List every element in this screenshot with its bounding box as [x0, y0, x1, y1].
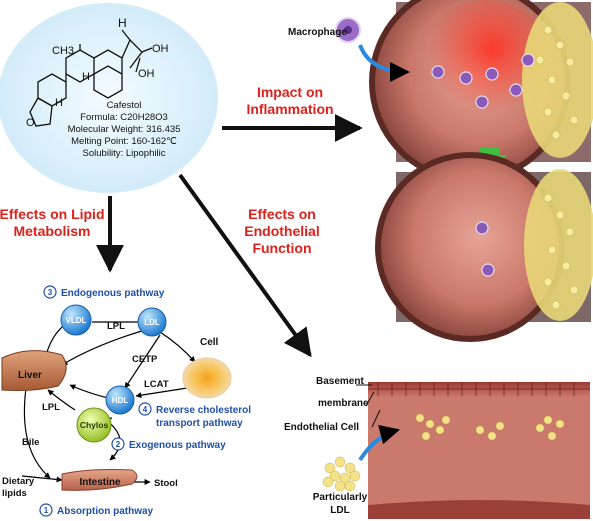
inflammation-panel-bottom	[375, 152, 593, 342]
hdl-label: HDL	[112, 396, 129, 405]
chylos-node	[76, 407, 112, 443]
macrophage-legend: Macrophage	[288, 17, 410, 82]
edge-stool: Stool	[154, 478, 178, 489]
edge-cetp: CETP	[132, 354, 158, 365]
edge-dietary-line1: Dietary	[2, 476, 35, 487]
pathway-reverse-label2: transport pathway	[156, 418, 243, 429]
atom-oh-2: OH	[138, 68, 155, 80]
vldl-label: VLDL	[66, 316, 87, 325]
svg-text:4: 4	[143, 405, 148, 414]
atom-o-ring: O	[26, 117, 35, 129]
effect-inflammation-line2: Inflammation	[246, 101, 333, 117]
ldl-cluster	[322, 456, 361, 492]
edge-lpl-top: LPL	[107, 321, 125, 332]
pathway-exogenous: 2 Exogenous pathway	[111, 437, 226, 451]
lipid-arrows	[21, 319, 201, 485]
intestine-organ	[61, 469, 138, 491]
edge-lpl-left: LPL	[42, 402, 60, 413]
ldl-particles-in-wall	[415, 413, 565, 441]
svg-text:1: 1	[44, 506, 49, 515]
effect-endothelial-line2: Endothelial	[244, 223, 319, 239]
macrophage-label: Macrophage	[288, 27, 347, 38]
vessel-lumen	[368, 396, 590, 510]
ldl-node	[137, 307, 167, 337]
macrophages-in-vessel	[431, 53, 535, 109]
basement-label-line2: membrane	[318, 398, 369, 409]
effect-lipid-line1: Effects on Lipid	[0, 206, 105, 222]
main-arrows	[96, 114, 363, 358]
pathway-absorption-label: Absorption pathway	[57, 506, 154, 517]
liver-label: Liver	[18, 370, 42, 381]
arrow-to-endothelial	[178, 173, 312, 358]
endothelial-panel: Basement membrane Endothelial Cell Parti…	[284, 376, 590, 519]
edge-lcat: LCAT	[144, 379, 169, 390]
ldl-caption-line2: LDL	[330, 505, 349, 516]
pathway-endogenous: 3 Endogenous pathway	[43, 285, 165, 299]
intestine-label: Intestine	[79, 477, 121, 488]
atom-h-mid: H	[82, 71, 90, 83]
atom-h-bottom: H	[55, 97, 63, 109]
ldl-label: LDL	[144, 318, 160, 327]
cell-icon	[182, 357, 232, 399]
endothelial-cell-label: Endothelial Cell	[284, 422, 359, 433]
chylos-label: Chylos	[80, 420, 109, 430]
molecule-panel: H CH3 H H OH OH O Cafestol Formula: C20H…	[0, 3, 218, 193]
molecule-formula: Formula: C20H28O3	[80, 112, 168, 123]
edge-dietary-line2: lipids	[2, 488, 27, 499]
molecule-weight: Molecular Weight: 316.435	[68, 124, 181, 135]
molecule-name: Cafestol	[107, 100, 142, 111]
svg-text:3: 3	[48, 288, 53, 297]
liver-organ	[1, 350, 67, 391]
plaque-bottom	[524, 169, 593, 321]
pathway-exogenous-label: Exogenous pathway	[129, 440, 226, 451]
pathway-reverse: 4 Reverse cholesterol transport pathway	[138, 402, 251, 429]
svg-text:2: 2	[116, 440, 121, 449]
cafestol-structure	[29, 29, 153, 127]
atom-h-top: H	[118, 16, 127, 30]
hdl-node	[105, 385, 135, 415]
vldl-node	[60, 304, 92, 336]
cell-label: Cell	[200, 337, 219, 348]
molecule-solubility: Solubility: Lipophilic	[83, 148, 166, 159]
effect-inflammation-line1: Impact on	[257, 84, 323, 100]
pathway-endogenous-label: Endogenous pathway	[61, 288, 165, 299]
atom-oh-1: OH	[152, 43, 169, 55]
plaque-cells-bottom	[543, 193, 579, 310]
effect-endothelial-line3: Function	[252, 240, 311, 256]
pathway-absorption: 1 Absorption pathway	[39, 503, 154, 517]
macrophages-reduced	[475, 221, 495, 277]
effect-endothelial-line1: Effects on	[248, 206, 316, 222]
lipid-metabolism-diagram: VLDL LDL HDL Chylos Liver Intestine Cell…	[1, 285, 251, 517]
edge-bile: Bile	[22, 437, 39, 448]
pathway-reverse-label1: Reverse cholesterol	[156, 405, 251, 416]
basement-label-line1: Basement	[316, 376, 364, 387]
endothelial-stripes	[377, 382, 575, 396]
atom-ch3: CH3	[52, 45, 74, 57]
molecule-melting-point: Melting Point: 160-162℃	[71, 136, 177, 147]
effect-lipid-line2: Metabolism	[13, 223, 90, 239]
inflammation-panel-top	[369, 0, 593, 183]
ldl-caption-line1: Particularly	[313, 492, 368, 503]
plaque-cells-top	[535, 25, 579, 140]
